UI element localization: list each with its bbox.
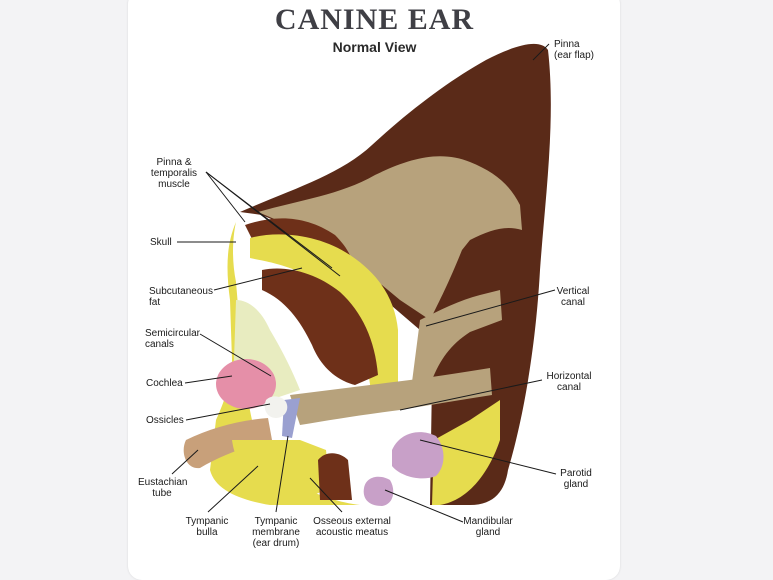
label-semicircular-canals: Semicircular canals bbox=[145, 328, 201, 350]
leader-tympanic-membrane bbox=[275, 435, 289, 513]
horizontal-canal-tube bbox=[290, 368, 492, 425]
label-osseous-meatus: Osseous external acoustic meatus bbox=[313, 516, 391, 538]
label-eustachian-tube: Eustachian tube bbox=[138, 477, 188, 499]
label-subcutaneous-fat: Subcutaneous fat bbox=[149, 286, 213, 308]
leader-pinna bbox=[532, 43, 550, 61]
label-tympanic-membrane: Tympanic membrane (ear drum) bbox=[252, 516, 300, 549]
leader-semicircular-canals bbox=[199, 333, 272, 377]
diagram-subtitle: Normal View bbox=[332, 39, 417, 55]
leader-pinna-temporalis-a bbox=[205, 171, 246, 223]
mandibular-gland-shape bbox=[363, 476, 394, 506]
label-parotid-gland: Parotid gland bbox=[560, 468, 592, 490]
label-vertical-canal: Vertical canal bbox=[556, 286, 590, 308]
label-pinna: Pinna (ear flap) bbox=[554, 39, 595, 61]
label-tympanic-bulla: Tympanic bulla bbox=[185, 516, 229, 538]
leader-parotid-gland bbox=[419, 439, 557, 475]
leader-subcutaneous-fat bbox=[213, 267, 303, 291]
leader-mandibular-gland bbox=[384, 489, 464, 523]
temporalis-muscle-mass bbox=[262, 268, 378, 385]
leader-osseous-meatus bbox=[309, 477, 343, 513]
ear-model-illustration bbox=[171, 43, 557, 523]
eustachian-tube-shape bbox=[183, 418, 272, 469]
tympanic-bulla-shape bbox=[232, 440, 330, 498]
subcutaneous-fat bbox=[250, 234, 398, 398]
leader-tympanic-bulla bbox=[207, 465, 259, 513]
label-pinna-temporalis: Pinna & temporalis muscle bbox=[150, 157, 198, 190]
pinna-inner bbox=[258, 156, 522, 320]
vertical-canal-tube bbox=[412, 290, 502, 382]
label-ossicles: Ossicles bbox=[146, 415, 184, 426]
ossicles-shape bbox=[264, 396, 288, 418]
label-horizontal-canal: Horizontal canal bbox=[546, 371, 592, 393]
osseous-meatus-shape bbox=[318, 453, 352, 500]
leader-vertical-canal bbox=[425, 289, 556, 327]
leader-pinna-temporalis-c bbox=[205, 171, 333, 269]
label-mandibular-gland: Mandibular gland bbox=[463, 516, 513, 538]
leader-horizontal-canal bbox=[399, 379, 543, 411]
leader-ossicles bbox=[185, 403, 271, 421]
diagram-title: CANINE EAR bbox=[274, 3, 475, 36]
cochlea-shape bbox=[216, 359, 276, 409]
leader-lines bbox=[171, 43, 557, 523]
skull-bone bbox=[210, 222, 500, 505]
label-cochlea: Cochlea bbox=[146, 378, 183, 389]
parotid-gland-shape bbox=[392, 432, 444, 479]
leader-eustachian-tube bbox=[171, 449, 199, 475]
leader-cochlea bbox=[184, 375, 233, 384]
label-skull: Skull bbox=[150, 237, 172, 248]
